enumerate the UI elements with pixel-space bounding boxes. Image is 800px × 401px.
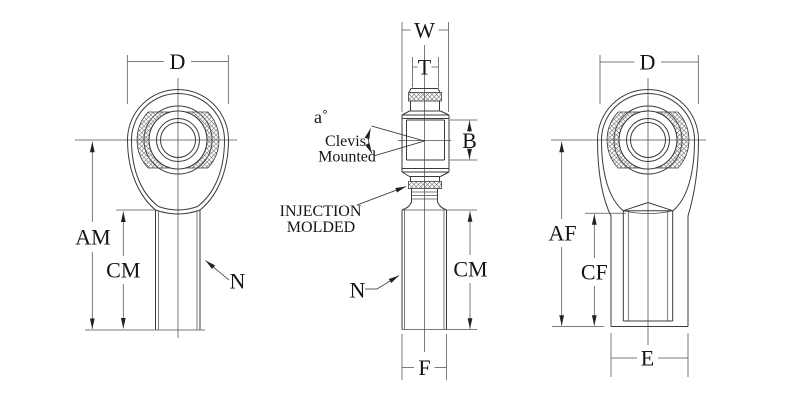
injection-molded-line1: INJECTION xyxy=(280,203,362,220)
clevis-mounted-line1: Clevis xyxy=(325,133,366,150)
leader-line-n xyxy=(365,275,400,290)
staked-ring-left-hatch xyxy=(606,111,641,169)
housing-bottom-chamfer xyxy=(401,171,450,177)
middle-view: W T xyxy=(280,18,488,380)
shank-flare xyxy=(401,201,447,211)
dim-label-d-right: D xyxy=(640,50,656,75)
leader-line-n xyxy=(205,260,230,281)
angle-label: a˚ xyxy=(314,107,328,127)
head-outer-outline xyxy=(596,89,700,327)
head-inner-outline xyxy=(600,93,696,212)
countersink-arc xyxy=(623,210,673,214)
dim-label-b: B xyxy=(462,128,477,153)
dim-label-cm-middle: CM xyxy=(453,257,487,282)
dim-label-d-left: D xyxy=(170,49,186,74)
angle-leader-lower xyxy=(373,140,425,157)
dim-label-af: AF xyxy=(548,221,576,246)
staked-ring-right-hatch xyxy=(185,111,220,169)
ball-stem-cap xyxy=(408,88,441,93)
injection-molded-line2: MOLDED xyxy=(287,219,355,236)
staked-ring-right-hatch xyxy=(655,111,690,169)
dim-label-cf: CF xyxy=(581,260,608,285)
bore-chamfer-circle xyxy=(630,122,666,158)
housing-top-chamfer xyxy=(401,110,450,116)
staked-ring-left-hatch xyxy=(136,111,171,169)
dim-label-e: E xyxy=(641,346,654,371)
dim-label-t: T xyxy=(418,55,432,80)
dim-label-w: W xyxy=(414,18,435,43)
clevis-mounted-line2: Mounted xyxy=(318,149,376,166)
label-n-left: N xyxy=(230,269,246,294)
staked-band-bottom-hatch xyxy=(408,181,442,189)
right-view: D AF CF E xyxy=(548,50,706,377)
left-view: D AM CM N xyxy=(75,49,246,338)
angle-arc xyxy=(364,128,373,154)
bore-chamfer-circle xyxy=(160,122,196,158)
countersink-chevron xyxy=(623,201,673,212)
dim-label-am: AM xyxy=(75,225,110,250)
injection-leader xyxy=(356,186,407,206)
bore-circle xyxy=(156,118,200,162)
angle-leader-upper xyxy=(371,125,425,142)
staked-band-top-hatch xyxy=(408,92,442,102)
dim-label-cm-left: CM xyxy=(106,258,140,283)
bore-circle xyxy=(626,118,670,162)
dim-label-f: F xyxy=(418,355,430,380)
head-inner-outline xyxy=(130,93,226,211)
label-n-middle: N xyxy=(350,278,366,303)
